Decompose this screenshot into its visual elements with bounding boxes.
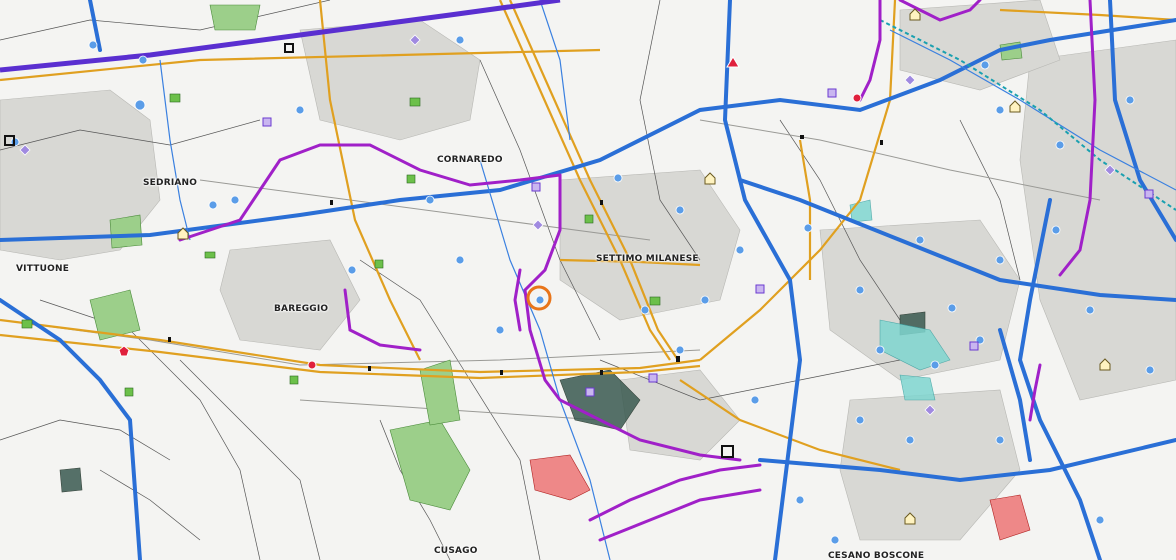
place-label-cesano-boscone: CESANO BOSCONE xyxy=(828,551,925,560)
poi-black-squares xyxy=(4,43,734,458)
railway-lines xyxy=(0,0,1176,472)
poi-blue-dots xyxy=(10,35,1155,545)
urban-areas xyxy=(0,0,1176,541)
place-label-cornaredo: CORNAREDO xyxy=(437,155,503,165)
crossings xyxy=(168,135,883,375)
teal-line xyxy=(879,19,1176,211)
location-marker-icon[interactable] xyxy=(526,285,552,311)
warning-triangle-icon xyxy=(726,56,740,68)
poi-green xyxy=(21,93,661,397)
place-label-settimo-milanese: SETTIMO MILANESE xyxy=(596,254,699,264)
highway-violet xyxy=(0,0,561,73)
blue-roads-thin xyxy=(159,0,1176,560)
poi-diamonds xyxy=(19,34,1116,416)
water-areas xyxy=(849,199,951,401)
poi-red xyxy=(118,56,862,370)
place-label-bareggio: BAREGGIO xyxy=(274,304,329,314)
purple-roads xyxy=(178,0,1097,542)
place-label-vittuone: VITTUONE xyxy=(16,264,70,274)
place-label-cusago: CUSAGO xyxy=(434,546,478,556)
red-areas xyxy=(529,454,1031,541)
poi-houses xyxy=(177,8,1111,525)
place-label-sedriano: SEDRIANO xyxy=(143,178,198,188)
poi-violet-squares xyxy=(262,88,1154,397)
